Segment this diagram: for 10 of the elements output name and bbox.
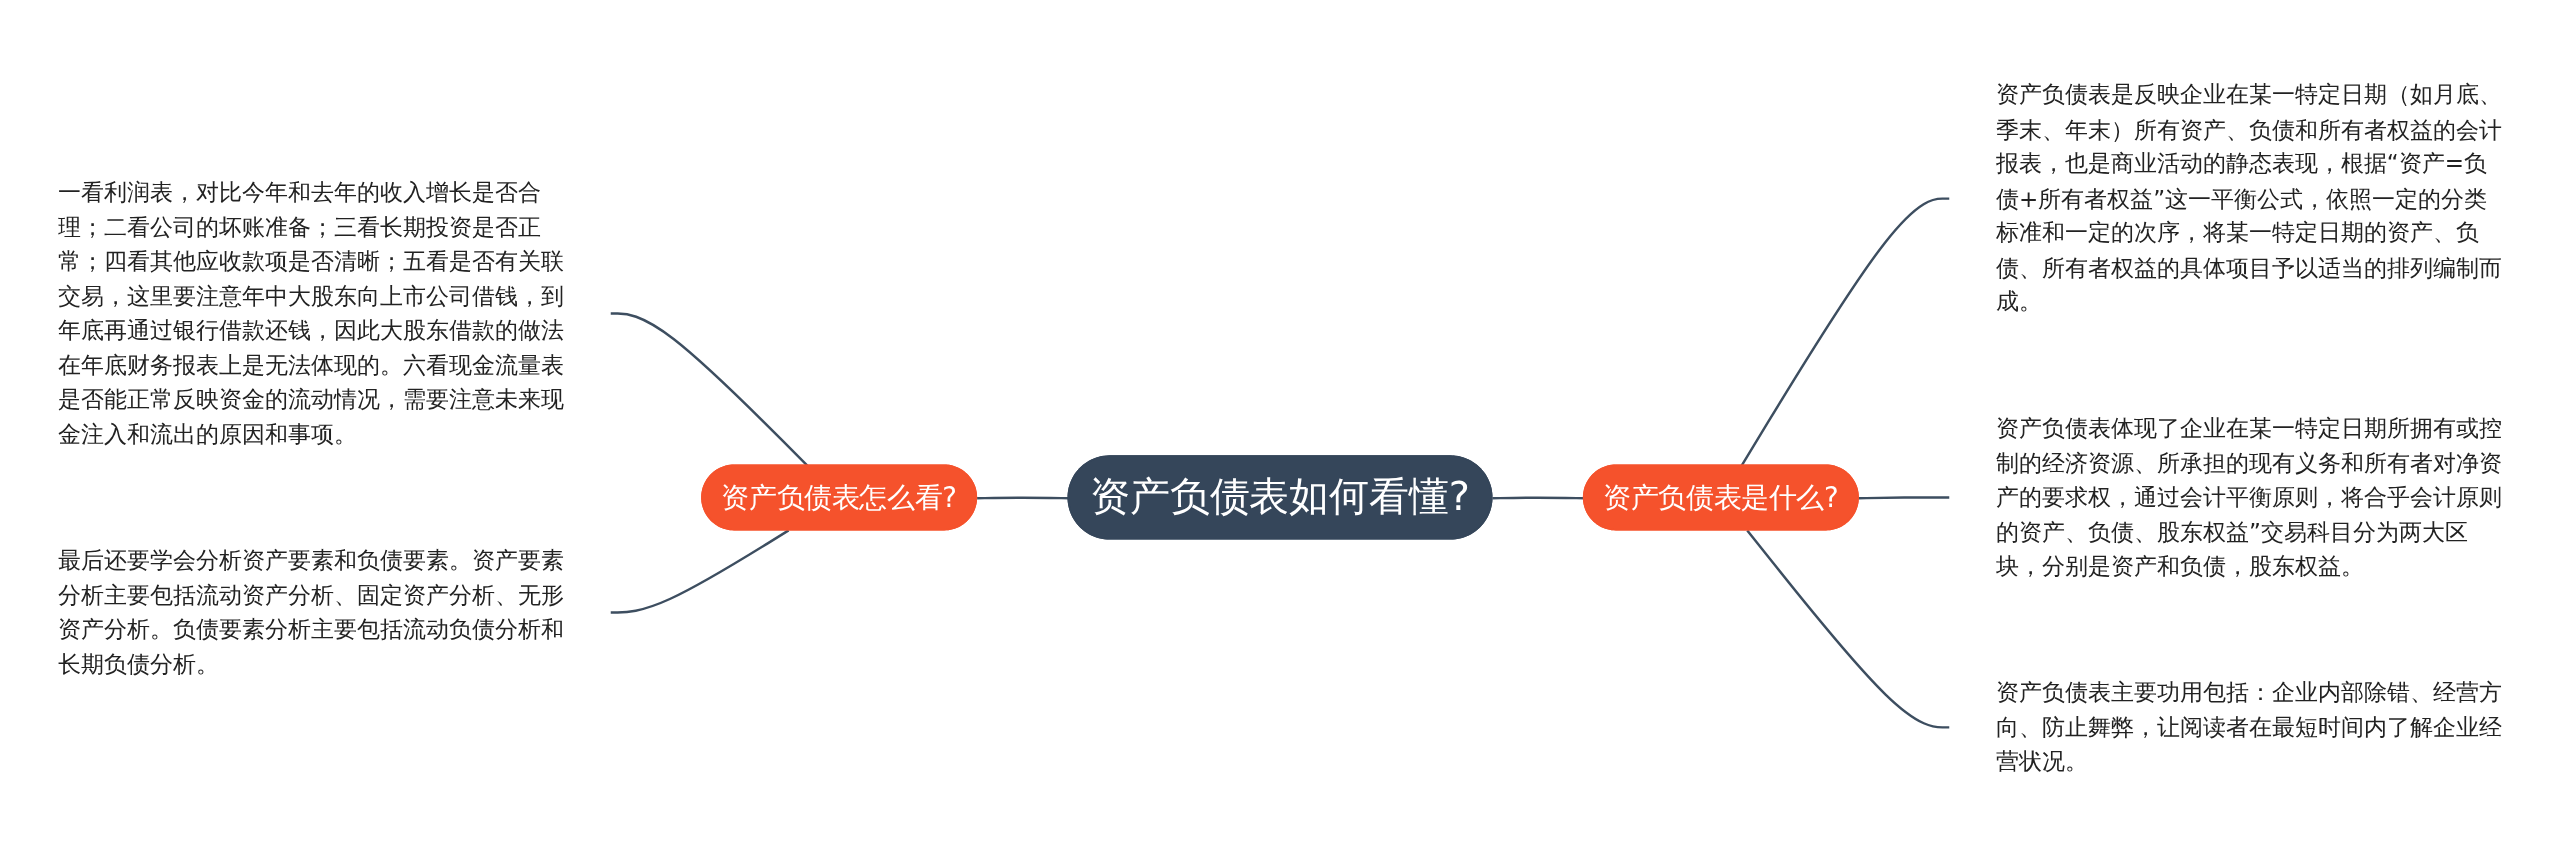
node-text: 一看利润表，对比今年和去年的收入增长是否合理；二看公司的坏账准备；三看长期投资是否正常；四看其他应收款项是否清晰；五看是否有关联交易，这里要注意年中大股东向上市公司借钱，到年底再通过银行借款还钱，因此大股东借款的做法在年底财务报表上是无法体现的。六看现金流量表是否能正常反映资金的流动情况，需要注意未来现金注入和流出的原因和事项。 [58,178,564,448]
connector [1746,529,1951,729]
node-text: 资产负债表体现了企业在某一特定日期所拥有或控制的经济资源、所承担的现有义务和所有者对净资产的要求权，通过会计平衡原则，将合乎会计原则的资产、负债、股东权益”交易科目分为两大区块，分别是资产和负债，股东权益。 [1996,414,2502,580]
node-text: 资产负债表是反映企业在某一特定日期（如月底、季末、年末）所有资产、负债和所有者权益的会计报表，也是商业活动的静态表现，根据“资产=负债+所有者权益”这一平衡公式，依照一定的分类标准和一定的次序，将某一特定日期的资产、负债、所有者权益的具体项目予以适当的排列编制而成。 [1996,80,2502,316]
connector [609,529,790,614]
connector [609,312,809,467]
node-text: 资产负债表主要功用包括：企业内部除错、经营方向、防止舞弊，让阅读者在最短时间内了解企业经营状况。 [1996,678,2502,776]
connector [1740,197,1951,467]
connector [1858,496,1951,500]
node-text: 最后还要学会分析资产要素和负债要素。资产要素分析主要包括流动资产分析、固定资产分析、无形资产分析。负债要素分析主要包括流动负债分析和长期负债分析。 [58,546,564,678]
